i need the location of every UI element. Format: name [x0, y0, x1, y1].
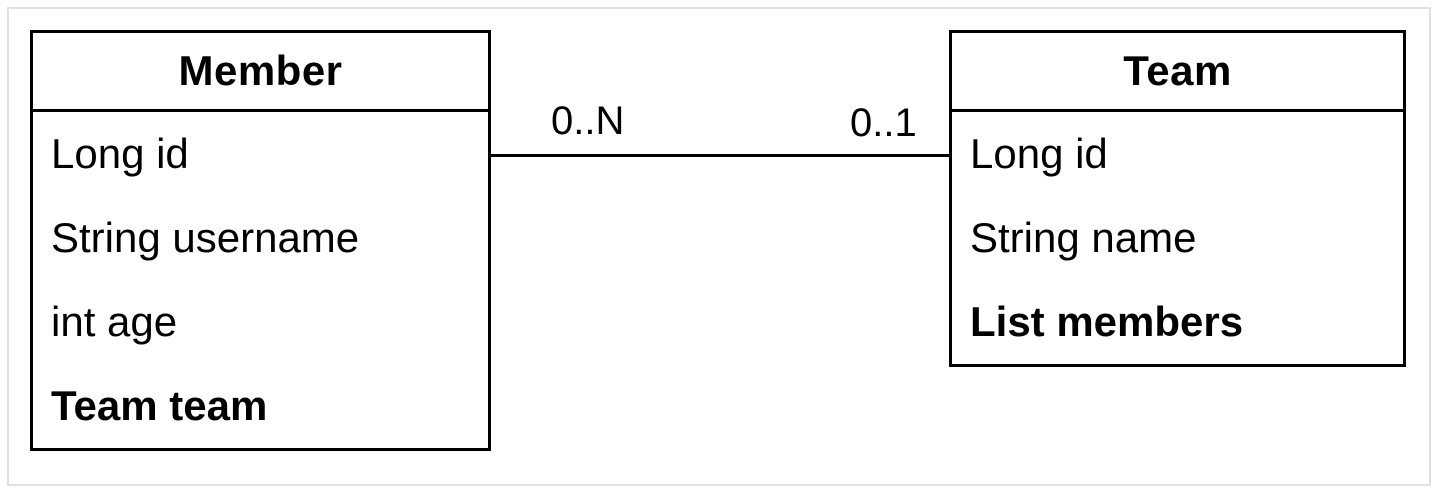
entity-member-attribute-age: int age — [51, 298, 178, 345]
entity-team-attribute-id: Long id — [970, 130, 1108, 177]
cardinality-label-target: 0..1 — [850, 101, 917, 145]
entity-team: Team Long id String name List members — [949, 30, 1406, 367]
relationship-line — [491, 154, 949, 157]
entity-team-attribute-name: String name — [970, 214, 1197, 261]
entity-member-attribute-username: String username — [51, 214, 360, 261]
entity-member-title: Member — [33, 33, 488, 112]
entity-member-attribute-team: Team team — [51, 382, 268, 429]
diagram-outer-frame — [7, 7, 1431, 486]
entity-team-title: Team — [952, 33, 1403, 112]
entity-member-attribute-id: Long id — [51, 130, 189, 177]
cardinality-label-source: 0..N — [551, 99, 625, 143]
entity-member: Member Long id String username int age T… — [30, 30, 491, 451]
entity-team-attribute-members: List members — [970, 298, 1244, 345]
